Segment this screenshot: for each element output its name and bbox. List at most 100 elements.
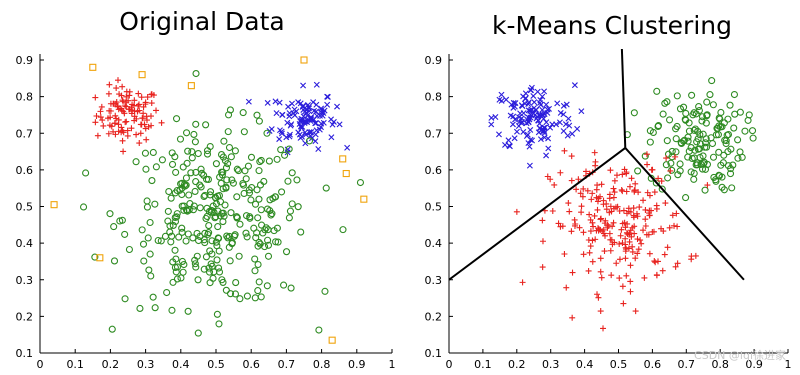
data-point-x <box>511 103 518 110</box>
data-point-x <box>527 126 534 133</box>
data-point-circle <box>146 218 154 227</box>
data-point-x <box>566 122 573 129</box>
data-point-circle <box>178 228 186 236</box>
data-point-circle <box>288 169 296 177</box>
data-point-plus <box>589 258 596 265</box>
data-point-circle <box>234 167 243 175</box>
data-point-circle <box>206 142 214 151</box>
data-point-circle <box>206 191 214 199</box>
data-point-circle <box>695 106 703 115</box>
data-point-circle <box>184 147 192 155</box>
data-point-plus <box>644 161 651 168</box>
data-point-circle <box>157 237 165 245</box>
data-point-circle <box>339 226 347 234</box>
data-point-plus <box>135 90 142 97</box>
data-point-plus <box>92 119 99 126</box>
y-tick-label: 0.7 <box>16 127 34 140</box>
data-point-plus <box>642 216 649 223</box>
data-point-plus <box>123 93 130 100</box>
data-point-x <box>328 116 335 123</box>
data-point-circle <box>243 292 251 300</box>
data-point-plus <box>672 263 679 270</box>
data-point-circle <box>192 120 200 128</box>
data-point-circle <box>188 148 196 156</box>
data-point-x <box>324 93 331 100</box>
data-point-x <box>320 110 327 117</box>
data-point-plus <box>578 209 585 216</box>
data-point-circle <box>187 169 195 177</box>
data-point-plus <box>110 100 117 107</box>
data-point-circle <box>142 165 150 173</box>
data-point-circle <box>662 161 670 169</box>
data-point-circle <box>244 162 252 170</box>
data-point-plus <box>141 121 148 128</box>
data-point-plus <box>594 291 601 298</box>
data-point-plus <box>98 103 105 110</box>
data-point-plus <box>652 259 659 266</box>
data-point-plus <box>618 186 625 193</box>
y-tick-label: 0.1 <box>425 347 443 360</box>
data-point-x <box>526 162 533 169</box>
data-point-plus <box>97 114 104 121</box>
cluster-boundary-line <box>448 147 626 281</box>
data-point-circle <box>663 137 671 145</box>
x-tick-label: 0.9 <box>745 358 763 371</box>
data-point-x <box>272 98 279 105</box>
data-point-plus <box>672 153 679 160</box>
data-point-plus <box>645 231 652 238</box>
data-point-circle <box>214 223 222 231</box>
data-point-plus <box>627 278 634 285</box>
data-point-circle <box>257 293 265 301</box>
data-point-circle <box>221 157 229 165</box>
data-point-circle <box>226 257 234 265</box>
y-tick-label: 0.8 <box>16 91 34 104</box>
data-point-circle <box>731 110 739 118</box>
data-point-plus <box>126 92 133 99</box>
data-point-circle <box>141 149 149 157</box>
data-point-circle <box>727 165 735 173</box>
data-point-circle <box>703 111 711 119</box>
data-point-circle <box>176 135 185 143</box>
data-point-plus <box>628 175 635 182</box>
data-point-circle <box>730 124 738 132</box>
data-point-plus <box>589 190 596 197</box>
data-point-circle <box>215 320 223 328</box>
data-point-circle <box>255 167 263 175</box>
data-point-plus <box>571 222 578 229</box>
data-point-circle <box>277 146 285 154</box>
data-point-circle <box>231 290 240 298</box>
data-point-circle <box>356 178 365 187</box>
data-point-x <box>543 152 550 159</box>
data-point-circle <box>192 178 200 186</box>
data-point-circle <box>222 164 231 172</box>
data-point-circle <box>749 134 757 142</box>
data-point-x <box>509 121 516 128</box>
data-point-circle <box>730 90 738 99</box>
data-point-plus <box>123 88 130 95</box>
data-point-circle <box>305 137 314 145</box>
chart-title: Original Data <box>119 7 284 36</box>
data-point-x <box>560 102 567 109</box>
data-point-circle <box>222 184 230 192</box>
data-point-circle <box>658 185 666 193</box>
y-tick-label: 0.1 <box>16 347 34 360</box>
data-point-circle <box>194 149 202 158</box>
data-point-plus <box>622 248 629 255</box>
data-point-plus <box>606 230 613 237</box>
data-point-circle <box>216 212 224 220</box>
data-point-circle <box>315 326 323 334</box>
data-point-circle <box>200 171 208 179</box>
data-point-x <box>287 122 294 129</box>
data-point-circle <box>140 257 148 265</box>
data-point-circle <box>706 91 714 99</box>
data-point-circle <box>206 188 215 196</box>
data-point-x <box>289 100 295 107</box>
data-point-x <box>527 136 534 143</box>
data-point-circle <box>194 276 202 284</box>
data-point-plus <box>133 131 140 138</box>
data-point-x <box>519 102 526 109</box>
data-point-circle <box>685 147 693 155</box>
data-point-plus <box>577 190 584 197</box>
data-point-plus <box>99 117 106 124</box>
